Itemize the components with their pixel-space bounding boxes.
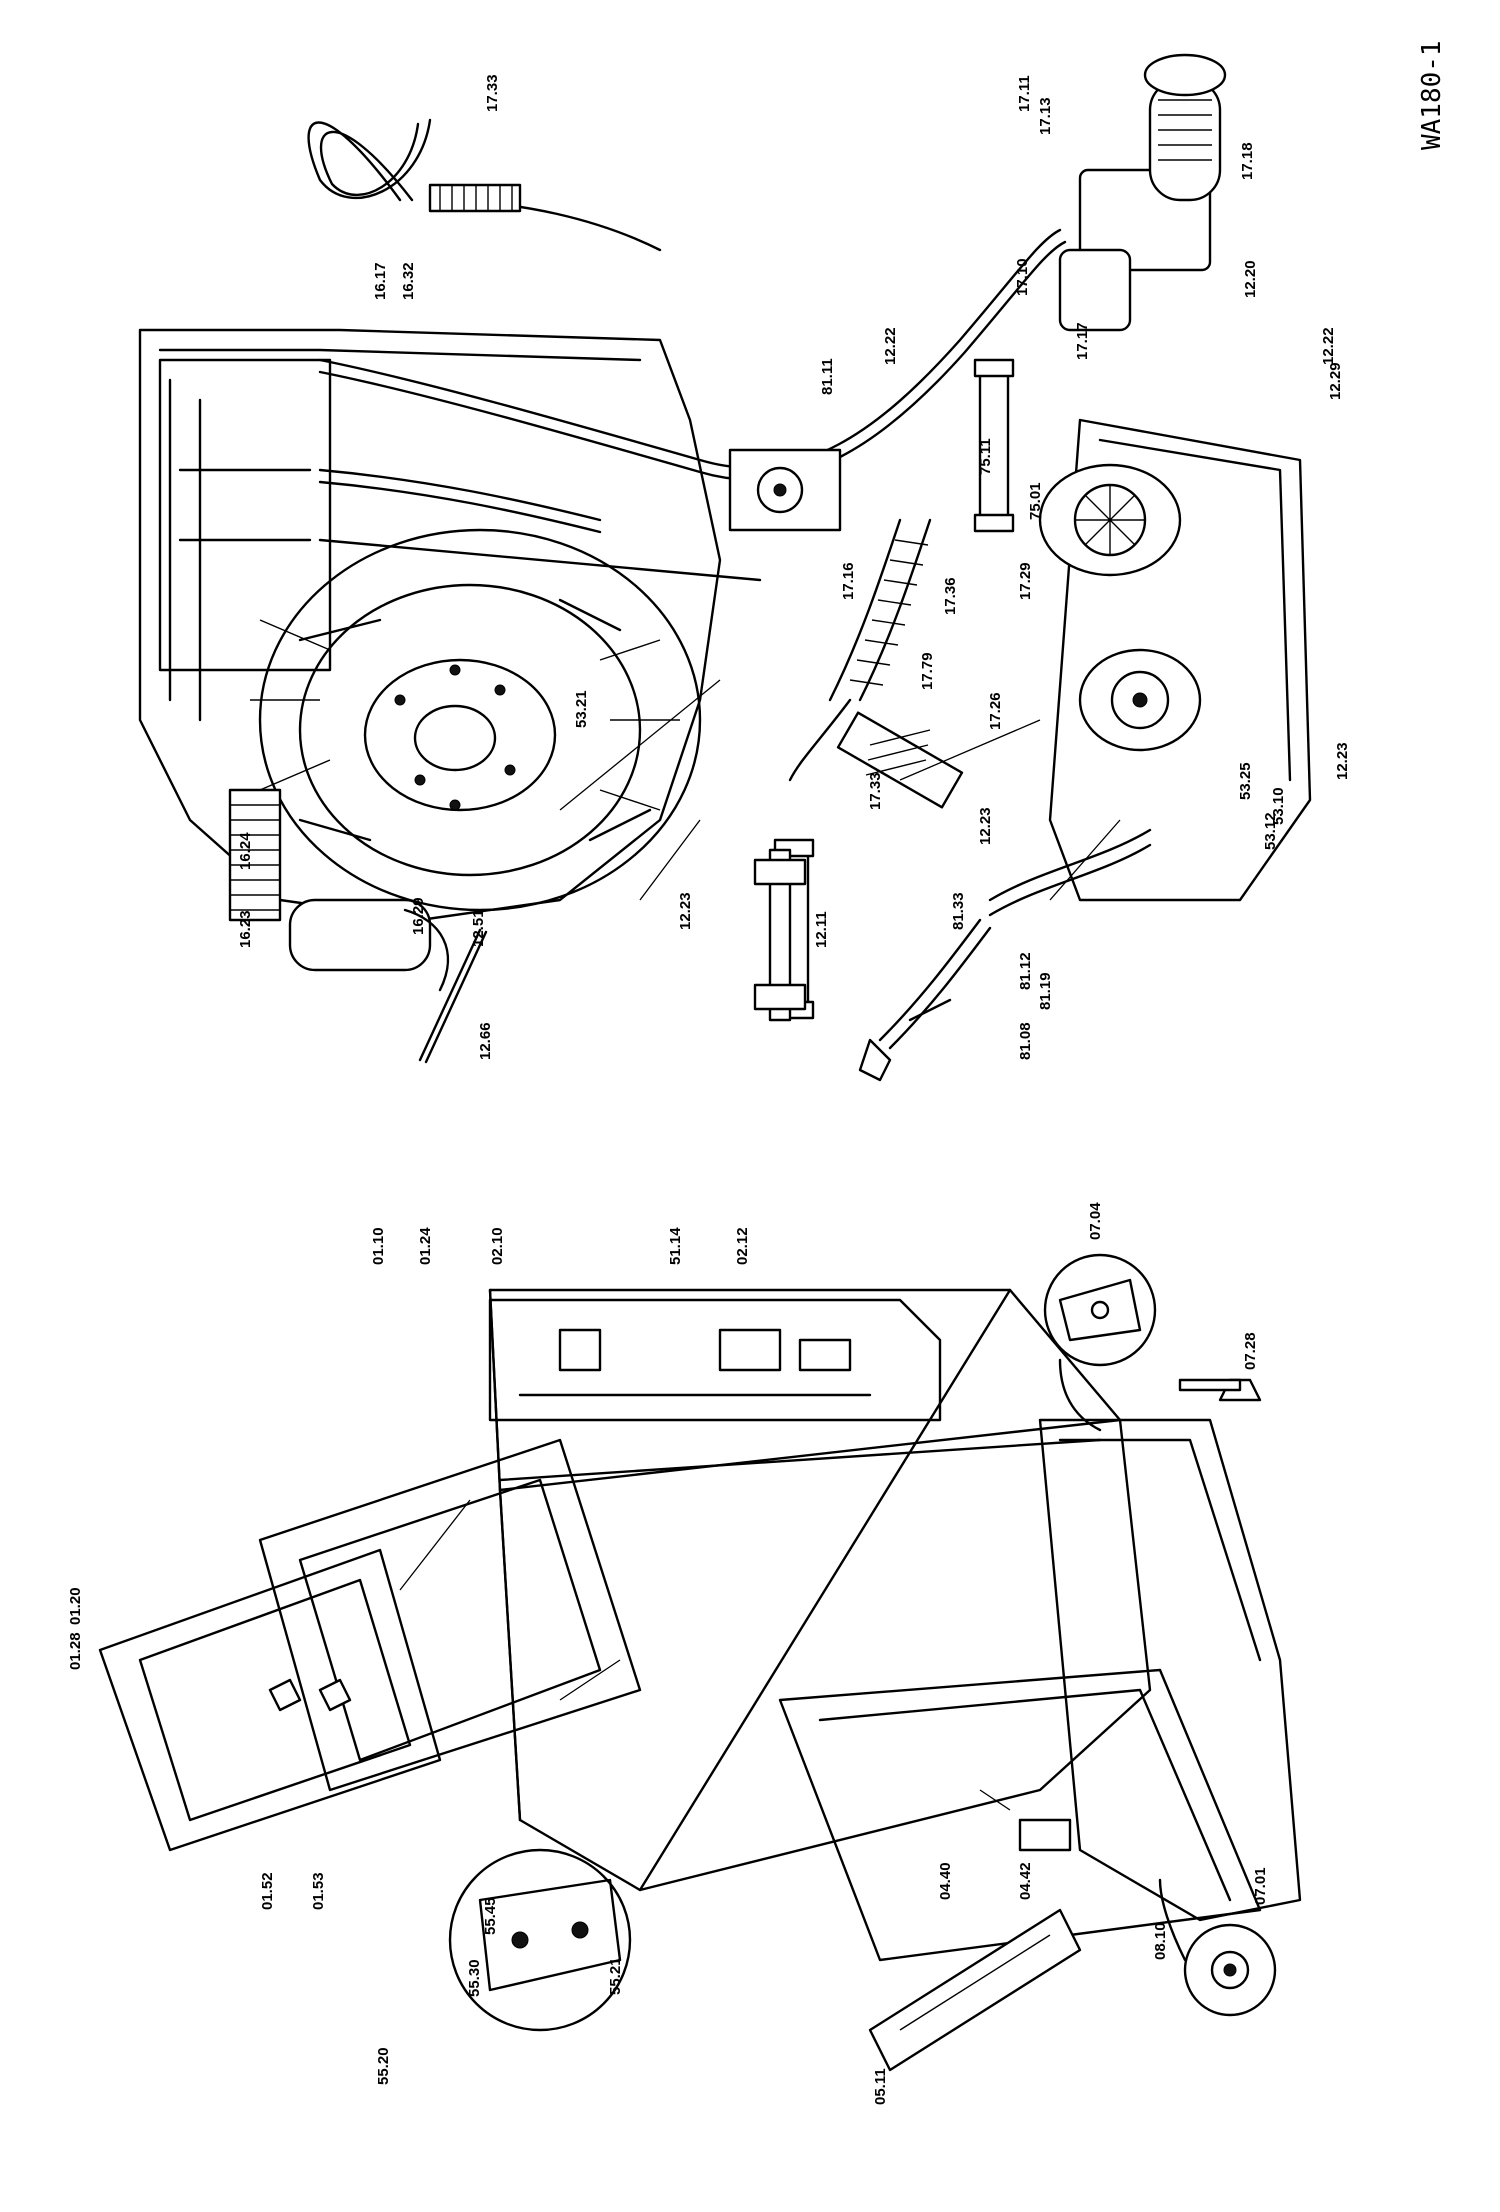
- label-07-04: 07.04: [1087, 1202, 1104, 1240]
- label-55-45: 55.45: [482, 1897, 499, 1935]
- label-07-01: 07.01: [1252, 1867, 1269, 1905]
- label-53-21: 53.21: [573, 690, 590, 728]
- drain-bellows: [828, 518, 932, 702]
- label-01-20: 01.20: [67, 1587, 84, 1625]
- label-17-36: 17.36: [942, 577, 959, 615]
- labels-right-view: 17.33 16.17 16.32 17.11 17.13 17.18 17.1…: [237, 74, 1351, 1060]
- label-01-24: 01.24: [417, 1227, 434, 1265]
- water-inlet-valve: [1058, 53, 1227, 332]
- label-01-53: 01.53: [310, 1872, 327, 1910]
- label-75-11: 75.11: [977, 438, 994, 475]
- label-17-33-top: 17.33: [484, 74, 501, 112]
- label-17-16: 17.16: [840, 562, 857, 600]
- labels-left-view: 01.28 01.20 01.52 01.53 55.20 55.30 55.4…: [67, 1202, 1269, 2105]
- motor: [1038, 463, 1182, 577]
- label-81-33: 81.33: [950, 892, 967, 930]
- label-12-22-a: 12.22: [882, 327, 899, 365]
- cabinet-drawing: [98, 1253, 1302, 2072]
- label-55-20: 55.20: [375, 2047, 392, 2085]
- label-12-11: 12.11: [813, 911, 830, 948]
- callout-hinge-detail: [448, 1848, 632, 2032]
- label-17-33-bottom: 17.33: [867, 772, 884, 810]
- label-04-40: 04.40: [937, 1862, 954, 1900]
- callout-07-04: [1043, 1253, 1157, 1432]
- label-17-26: 17.26: [987, 692, 1004, 730]
- label-16-24: 16.24: [237, 832, 254, 870]
- label-04-42: 04.42: [1017, 1862, 1034, 1900]
- label-07-28: 07.28: [1242, 1332, 1259, 1370]
- label-53-25: 53.25: [1237, 762, 1254, 800]
- label-12-66: 12.66: [477, 1022, 494, 1060]
- label-12-23-b: 12.23: [977, 807, 994, 845]
- label-02-10: 02.10: [489, 1227, 506, 1265]
- label-81-11: 81.11: [819, 358, 836, 395]
- ribbed-hose-top: [428, 183, 522, 213]
- label-17-10: 17.10: [1014, 258, 1031, 296]
- label-01-10: 01.10: [370, 1227, 387, 1265]
- label-17-17: 17.17: [1074, 322, 1091, 360]
- label-12-23-a: 12.23: [677, 892, 694, 930]
- label-17-79: 17.79: [919, 652, 936, 690]
- label-12-51: 12.51: [470, 909, 487, 947]
- drum-assembly-drawing: [138, 53, 1312, 1082]
- drawing-id: WA180-1: [1417, 40, 1447, 150]
- label-12-22-b: 12.22: [1320, 327, 1337, 365]
- shock-absorber-right: [973, 358, 1015, 533]
- label-16-29: 16.29: [410, 897, 427, 935]
- label-55-30: 55.30: [466, 1959, 483, 1997]
- label-01-52: 01.52: [259, 1872, 276, 1910]
- label-17-13: 17.13: [1037, 97, 1054, 135]
- label-75-01: 75.01: [1027, 482, 1044, 520]
- label-17-18: 17.18: [1239, 142, 1256, 180]
- label-81-19: 81.19: [1037, 972, 1054, 1010]
- label-02-12: 02.12: [734, 1227, 751, 1265]
- label-81-08: 81.08: [1017, 1022, 1034, 1060]
- label-16-17: 16.17: [372, 262, 389, 300]
- label-05-11: 05.11: [872, 2068, 889, 2105]
- label-16-32: 16.32: [400, 262, 417, 300]
- label-12-29: 12.29: [1327, 362, 1344, 400]
- label-01-28: 01.28: [67, 1632, 84, 1670]
- kick-plate: [868, 1908, 1082, 2072]
- label-12-23-c: 12.23: [1334, 742, 1351, 780]
- label-81-12: 81.12: [1017, 952, 1034, 990]
- suspension-spring: [228, 788, 282, 922]
- label-53-10: 53.10: [1270, 787, 1287, 825]
- label-08-10: 08.10: [1152, 1922, 1169, 1960]
- label-51-14: 51.14: [667, 1227, 684, 1265]
- callout-07-01: [1158, 1878, 1277, 2017]
- label-55-21: 55.21: [607, 1957, 624, 1995]
- label-17-29: 17.29: [1017, 562, 1034, 600]
- ribbed-hose-lower: [836, 711, 964, 809]
- label-12-20: 12.20: [1242, 260, 1259, 298]
- label-53-12: 53.12: [1262, 812, 1279, 850]
- spring-rod-12-11: [753, 848, 807, 1022]
- label-16-23: 16.23: [237, 910, 254, 948]
- label-17-11: 17.11: [1016, 75, 1033, 112]
